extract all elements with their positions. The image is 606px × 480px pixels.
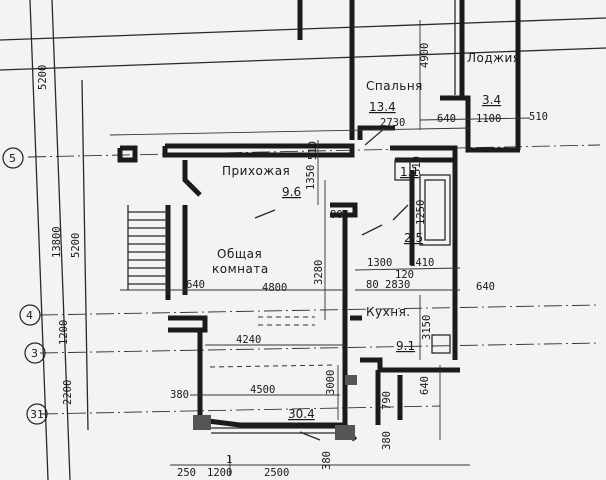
room-area-prikhozhaya: 9.6 xyxy=(282,185,301,199)
dim-510-right: 510 xyxy=(411,156,423,175)
dim-3000: 3000 xyxy=(325,370,337,395)
dim-13800: 13800 xyxy=(51,226,63,258)
dim-2200: 2200 xyxy=(62,380,74,405)
section-mark-1: 1 xyxy=(226,454,232,466)
dim-1250: 1250 xyxy=(415,200,427,225)
room-label-lodzhiya: Лоджия xyxy=(467,51,521,65)
dim-380-right: 380 xyxy=(321,451,333,470)
dim-120: 120 xyxy=(395,269,414,281)
room-area-30-4: 30.4 xyxy=(288,407,315,421)
axis-marker-3: 3 xyxy=(24,342,46,364)
dim-3280: 3280 xyxy=(313,260,325,285)
dim-5200-mid: 5200 xyxy=(70,233,82,258)
room-label-obshchaya-1: Общая xyxy=(217,247,262,261)
windows xyxy=(211,427,335,441)
axis-label-5: 5 xyxy=(9,152,16,165)
staircase xyxy=(127,205,169,290)
room-area-2-5: 2.5 xyxy=(404,231,423,245)
axis-label-31: 31 xyxy=(30,408,44,421)
dim-4240: 4240 xyxy=(236,334,261,346)
dim-1350: 1350 xyxy=(305,165,317,190)
dim-640-bot: 640 xyxy=(419,376,431,395)
axis-marker-5: 5 xyxy=(2,147,24,169)
room-label-spalnya: Спальня xyxy=(366,79,423,93)
dim-510-mid: 510 xyxy=(307,141,319,160)
dim-2730: 2730 xyxy=(380,117,405,129)
dim-1200: 1200 xyxy=(58,320,70,345)
dimension-lines xyxy=(109,20,531,476)
room-area-1-1: 1.1 xyxy=(400,165,419,179)
room-label-kukhnya: Кухня. xyxy=(366,305,411,319)
hatched-columns xyxy=(193,375,357,440)
dim-1410: 1410 xyxy=(409,257,434,269)
dim-250: 250 xyxy=(177,467,196,479)
room-area-lodzhiya: 3.4 xyxy=(482,93,501,107)
dim-640-right: 640 xyxy=(476,281,495,293)
dim-380-left: 380 xyxy=(170,389,189,401)
dim-1100: 1100 xyxy=(476,113,501,125)
room-area-kukhnya: 9.1 xyxy=(396,339,415,353)
dim-1200-bottom: 1200 xyxy=(207,467,232,479)
dim-4800: 4800 xyxy=(262,282,287,294)
dim-640-top: 640 xyxy=(437,113,456,125)
dim-510-top: 510 xyxy=(529,111,548,123)
axis-label-3: 3 xyxy=(31,347,38,360)
dim-80-a: 80 xyxy=(330,209,343,221)
dim-790: 790 xyxy=(381,391,393,410)
dim-380-bottom: 380 xyxy=(381,431,393,450)
room-area-spalnya: 13.4 xyxy=(369,100,396,114)
dim-4900: 4900 xyxy=(419,43,431,68)
apartment-walls xyxy=(117,143,460,442)
axis-marker-31: 31 xyxy=(26,403,48,425)
axis-marker-4: 4 xyxy=(19,304,41,326)
dim-5200-top: 5200 xyxy=(37,65,49,90)
dim-640-left: 640 xyxy=(186,279,205,291)
axis-label-4: 4 xyxy=(26,309,33,322)
dim-1300: 1300 xyxy=(367,257,392,269)
dim-80-b: 80 xyxy=(366,279,379,291)
dim-2830: 2830 xyxy=(385,279,410,291)
upper-walls xyxy=(297,0,521,153)
room-label-obshchaya-2: комната xyxy=(212,262,269,276)
dim-2500: 2500 xyxy=(264,467,289,479)
room-label-prikhozhaya: Прихожая xyxy=(222,164,290,178)
dim-4500: 4500 xyxy=(250,384,275,396)
dim-3150: 3150 xyxy=(421,315,433,340)
